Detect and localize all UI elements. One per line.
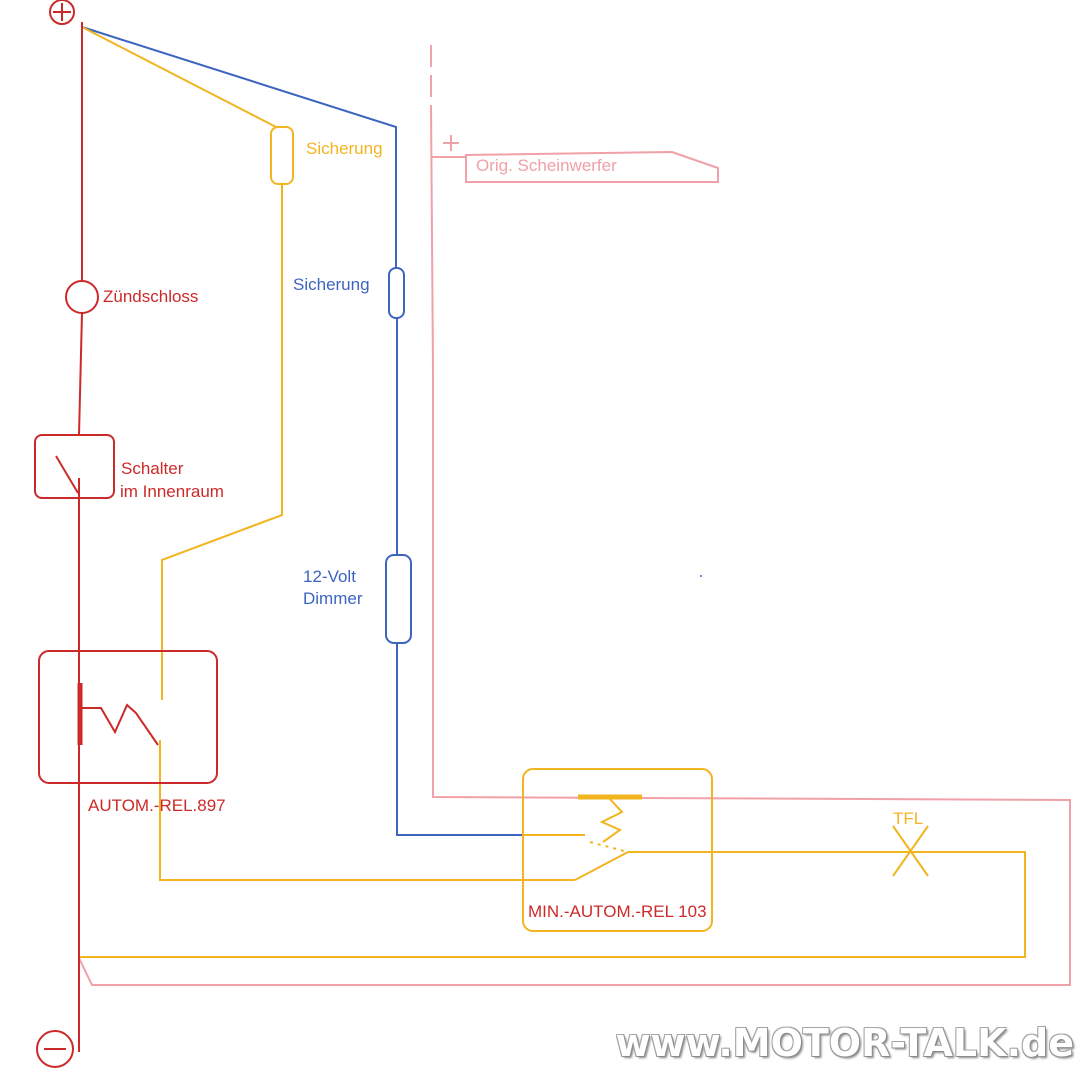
- label-dimmer-line2: Dimmer: [303, 589, 363, 608]
- schalter-blade: [55, 455, 79, 494]
- dimmer-body: [385, 554, 412, 644]
- blue-fuse: [388, 267, 405, 319]
- orig-scheinwerfer-outline: [465, 150, 719, 183]
- label-sicherung-blue: Sicherung: [293, 275, 370, 294]
- label-relay-897: AUTOM.-REL.897: [88, 796, 226, 815]
- stray-dot: [700, 575, 702, 577]
- yellow-fuse: [270, 126, 294, 185]
- yellow-wire-down: [161, 184, 283, 700]
- yellow-circuit: [80, 26, 1026, 958]
- label-schalter-line2: im Innenraum: [120, 482, 224, 501]
- label-relay-103: MIN.-AUTOM.-REL 103: [528, 902, 707, 921]
- tfl-lamp: [892, 825, 929, 877]
- label-zuendschloss: Zündschloss: [103, 287, 198, 306]
- blue-wire-top: [81, 26, 397, 268]
- relay-103-box: [522, 768, 713, 932]
- label-sicherung-yellow: Sicherung: [306, 139, 383, 158]
- label-orig-scheinwerfer: Orig. Scheinwerfer: [476, 156, 617, 175]
- red-circuit: [34, 22, 218, 1052]
- blue-wire-bottom: [396, 643, 523, 836]
- schalter-box: [34, 434, 115, 499]
- negative-terminal: [36, 1030, 74, 1068]
- yellow-wire-return: [159, 740, 575, 881]
- red-wire-1: [78, 312, 83, 436]
- relay-897-contact: [82, 703, 159, 746]
- yellow-wire-top: [81, 26, 277, 128]
- positive-terminal: [49, 0, 75, 25]
- label-dimmer-line1: 12-Volt: [303, 567, 356, 586]
- pink-main-wire: [78, 104, 1071, 986]
- label-tfl: TFL: [893, 809, 923, 828]
- small-plus-symbol: [443, 135, 459, 151]
- relay-897-box: [38, 650, 218, 784]
- label-schalter-line1: Schalter: [121, 459, 184, 478]
- relay-103-coil: [523, 794, 642, 881]
- pink-circuit: [78, 45, 1071, 986]
- zuendschloss-symbol: [65, 280, 99, 314]
- watermark: www.MOTOR-TALK.de: [615, 1021, 1074, 1065]
- blue-circuit: [81, 26, 523, 836]
- yellow-ground-loop: [80, 851, 1026, 958]
